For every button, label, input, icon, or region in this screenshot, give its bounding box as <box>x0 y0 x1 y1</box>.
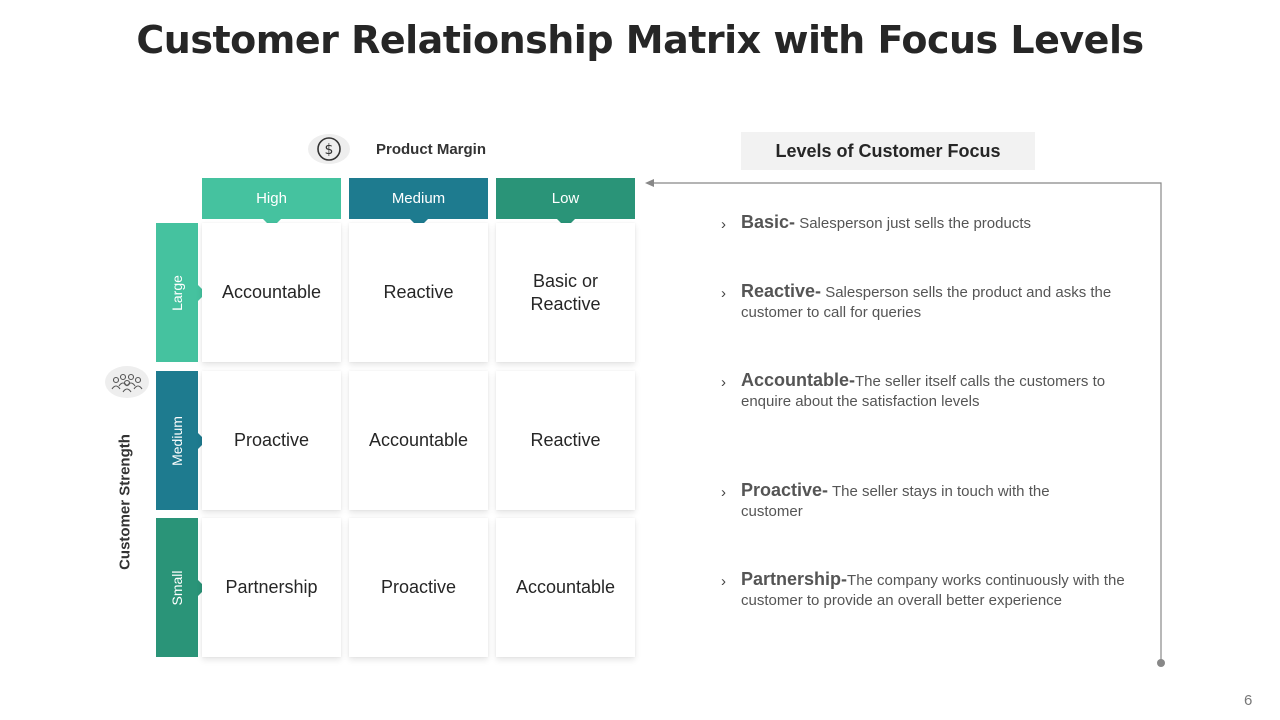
column-header-medium: Medium <box>349 178 488 228</box>
level-item-proactive: › Proactive- The seller stays in touch w… <box>721 480 1050 520</box>
levels-heading: Levels of Customer Focus <box>741 132 1035 170</box>
dollar-icon: $ <box>308 134 350 164</box>
level-item-basic: › Basic- Salesperson just sells the prod… <box>721 212 1031 233</box>
chevron-right-icon: › <box>721 285 726 302</box>
chevron-right-icon: › <box>721 216 726 233</box>
page-number: 6 <box>1244 692 1253 709</box>
level-item-accountable: › Accountable-The seller itself calls th… <box>721 370 1106 410</box>
row-header-large: Large <box>156 223 206 362</box>
matrix-cell-large-high: Accountable <box>202 223 341 362</box>
matrix-cell-medium-low: Reactive <box>496 371 635 510</box>
page-title: Customer Relationship Matrix with Focus … <box>136 18 1144 62</box>
matrix-cell-large-medium: Reactive <box>349 223 488 362</box>
people-icon <box>105 366 149 398</box>
chevron-right-icon: › <box>721 374 726 391</box>
matrix-cell-small-medium: Proactive <box>349 518 488 657</box>
product-margin-label: Product Margin <box>376 141 487 158</box>
matrix-cell-small-low: Accountable <box>496 518 635 657</box>
chevron-right-icon: › <box>721 573 726 590</box>
chevron-right-icon: › <box>721 484 726 501</box>
level-item-partnership: › Partnership-The company works continuo… <box>721 569 1125 609</box>
matrix-cell-small-high: Partnership <box>202 518 341 657</box>
matrix-cell-large-low: Basic or Reactive <box>496 223 635 362</box>
matrix-cell-medium-high: Proactive <box>202 371 341 510</box>
level-item-reactive: › Reactive- Salesperson sells the produc… <box>721 281 1112 321</box>
svg-text:$: $ <box>325 142 334 158</box>
row-header-small: Small <box>156 518 206 657</box>
matrix-cell-medium-medium: Accountable <box>349 371 488 510</box>
